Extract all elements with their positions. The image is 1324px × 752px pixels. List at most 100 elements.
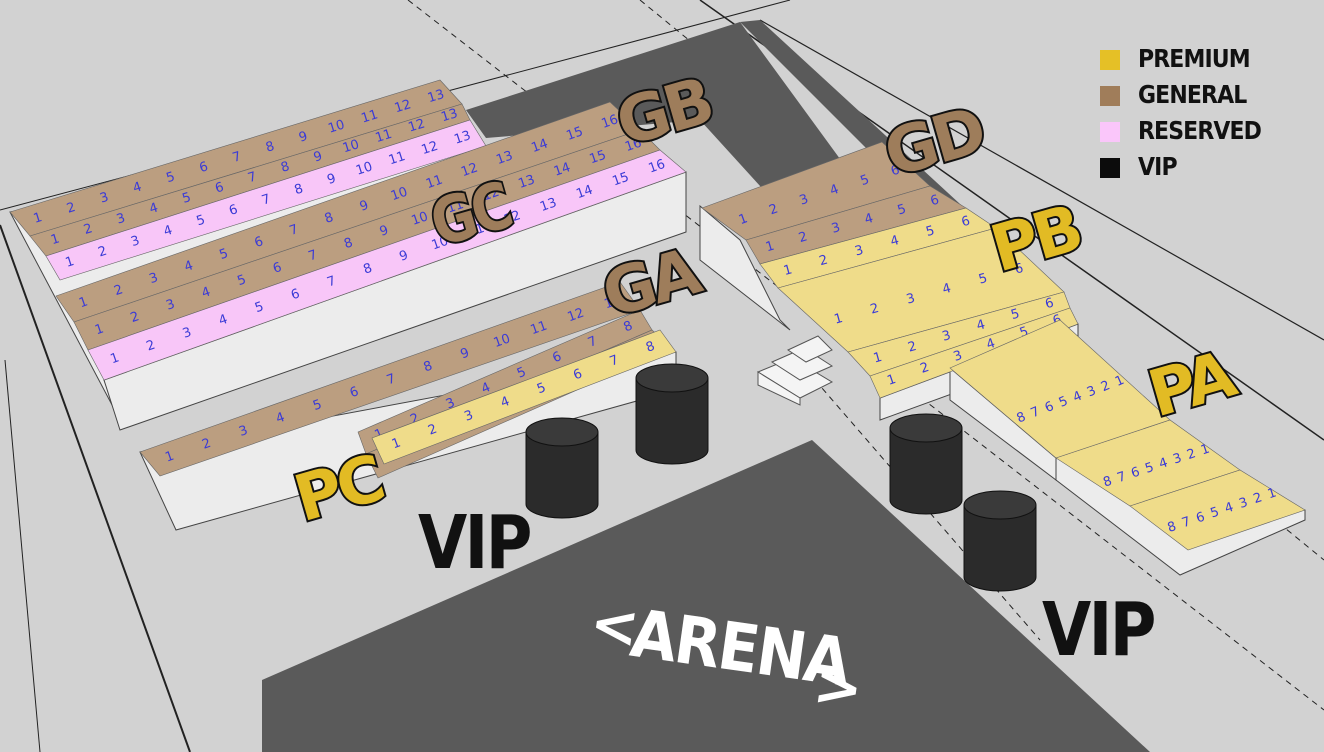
seat-number[interactable]: 13 xyxy=(426,87,446,106)
seat-number[interactable]: 1 xyxy=(764,239,776,256)
seat-number[interactable]: 15 xyxy=(610,170,631,190)
seat-number[interactable]: 10 xyxy=(354,159,374,178)
seat-number[interactable]: 10 xyxy=(326,117,346,136)
legend: PREMIUM GENERAL RESERVED VIP xyxy=(1100,42,1300,186)
seat-number[interactable]: 11 xyxy=(445,197,465,217)
seat-number[interactable]: 10 xyxy=(430,234,451,254)
vip-table[interactable] xyxy=(889,413,963,515)
section-label-pb: PB xyxy=(983,192,1088,287)
seat-number[interactable]: 3 xyxy=(905,291,917,308)
seat-number[interactable]: 5 xyxy=(896,202,908,219)
seat-number[interactable]: 13 xyxy=(602,293,623,313)
seat-number[interactable]: 10 xyxy=(492,331,513,351)
seat-number[interactable]: 13 xyxy=(538,195,559,215)
vip-tables xyxy=(525,363,1037,592)
seat-number[interactable]: 11 xyxy=(387,149,407,168)
vip-table[interactable] xyxy=(963,490,1037,592)
arena-right-bracket: > xyxy=(810,650,868,724)
seat-number[interactable]: 12 xyxy=(393,97,413,116)
seat-number[interactable]: 11 xyxy=(424,172,445,192)
vip-table-body xyxy=(525,431,599,519)
section-label-gd: GD xyxy=(877,94,992,192)
seat-number[interactable]: 11 xyxy=(529,318,550,338)
seat-number[interactable]: 2 xyxy=(818,253,830,270)
legend-label-general: GENERAL xyxy=(1138,80,1247,109)
seat-number[interactable]: 1 xyxy=(872,350,884,367)
seat-number[interactable]: 3 xyxy=(830,220,842,237)
block-face xyxy=(699,204,791,331)
seat-number[interactable]: 11 xyxy=(360,107,380,126)
vip-table-top xyxy=(525,417,599,447)
seat-number[interactable]: 1 xyxy=(782,262,794,279)
vip-label-left: VIP xyxy=(418,500,530,586)
seat-number[interactable]: 5 xyxy=(1009,306,1021,323)
seat-number[interactable]: 11 xyxy=(466,221,487,241)
seat-number[interactable]: 6 xyxy=(929,192,941,209)
seat-number[interactable]: 12 xyxy=(566,306,587,326)
vip-table-top xyxy=(889,413,963,443)
arena-floor xyxy=(262,440,1150,752)
legend-swatch-premium xyxy=(1100,50,1120,70)
seat-number[interactable]: 4 xyxy=(889,233,901,250)
seat-number[interactable]: 16 xyxy=(600,112,621,132)
seat-number[interactable]: 10 xyxy=(389,185,410,205)
seat-number[interactable]: 12 xyxy=(407,116,427,135)
seat-number[interactable]: 13 xyxy=(439,106,459,125)
seat-number[interactable]: 14 xyxy=(552,160,572,180)
vip-table[interactable] xyxy=(635,363,709,465)
seat-number[interactable]: 13 xyxy=(494,148,515,168)
seat-number[interactable]: 15 xyxy=(588,148,608,168)
seat-number[interactable]: 4 xyxy=(941,281,953,298)
seat-number[interactable]: 10 xyxy=(341,137,361,156)
stairs xyxy=(756,335,834,406)
seat-number[interactable]: 3 xyxy=(853,243,865,260)
arena-left-bracket: < xyxy=(586,588,644,662)
seat-number[interactable]: 1 xyxy=(833,311,845,328)
section-label-pa: PA xyxy=(1141,337,1245,432)
seat-number[interactable]: 2 xyxy=(797,229,809,246)
vip-table-body xyxy=(635,377,709,465)
seat-number[interactable]: 12 xyxy=(481,185,501,205)
seat-number[interactable]: 13 xyxy=(452,128,472,147)
seat-number[interactable]: 6 xyxy=(1044,296,1056,313)
seat-row-surface xyxy=(869,307,1079,399)
vip-table[interactable] xyxy=(525,417,599,519)
seat-number[interactable]: 6 xyxy=(960,214,972,231)
seat-number[interactable]: 5 xyxy=(977,271,989,288)
seat-number[interactable]: 14 xyxy=(574,183,595,203)
seat-number[interactable]: 13 xyxy=(516,172,536,192)
seat-number[interactable]: 4 xyxy=(863,211,875,228)
vip-table-body xyxy=(889,427,963,515)
legend-item-general: GENERAL xyxy=(1100,78,1300,114)
seat-number[interactable]: 5 xyxy=(924,223,936,240)
seat-number[interactable]: 11 xyxy=(374,127,394,146)
seat-number[interactable]: 12 xyxy=(459,160,480,180)
seat-row-surface xyxy=(371,329,677,465)
seat-number[interactable]: 12 xyxy=(420,139,440,158)
seat-number[interactable]: 16 xyxy=(647,157,668,177)
seat-number[interactable]: 15 xyxy=(565,124,586,144)
seat-number[interactable]: 2 xyxy=(869,301,881,318)
seat-number[interactable]: 10 xyxy=(410,209,430,229)
seat-number[interactable]: 3 xyxy=(941,328,953,345)
seat-number[interactable]: 6 xyxy=(1013,261,1025,278)
seat-number[interactable]: 2 xyxy=(906,339,918,356)
seat-number[interactable]: 16 xyxy=(623,136,643,156)
seat-number[interactable]: 4 xyxy=(975,317,987,334)
legend-item-premium: PREMIUM xyxy=(1100,42,1300,78)
seat-row-pb-row3: 1 2 3 4 5 6 xyxy=(847,291,1071,377)
vip-labels: VIP VIP xyxy=(418,500,1157,673)
seat-number[interactable]: 12 xyxy=(502,208,523,228)
seat-number[interactable]: 14 xyxy=(529,136,550,156)
